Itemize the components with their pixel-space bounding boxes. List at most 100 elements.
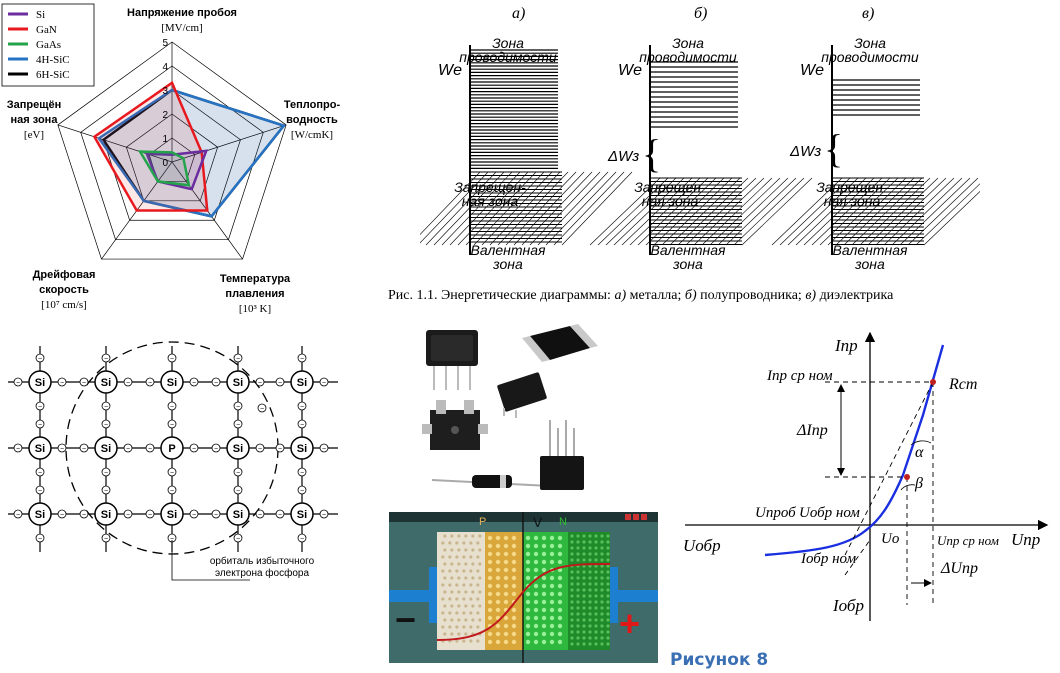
- electron-sign: −: [278, 446, 282, 453]
- silicon-atom: [160, 370, 184, 394]
- lattice-svg: −−−−−−−−−−−−−−−−−−−−−−−−−−−−−−−−−−−−−−−−…: [8, 341, 338, 581]
- radar-tick-label: 3: [162, 86, 168, 97]
- electron-sign: −: [126, 512, 130, 519]
- electron: [101, 533, 111, 543]
- silicon-atom: [28, 502, 52, 526]
- electron-sign: −: [104, 488, 108, 495]
- electron: [13, 443, 23, 453]
- electron-sign: −: [192, 512, 196, 519]
- diagram-letter: б): [694, 5, 707, 22]
- electron: [35, 467, 45, 477]
- electron: [79, 377, 89, 387]
- electron-sign: −: [38, 422, 42, 429]
- label-delta-w: ΔWз: [607, 148, 639, 165]
- p-label: P: [479, 516, 486, 528]
- electron: [319, 377, 329, 387]
- electron-sign: −: [236, 488, 240, 495]
- electron-sign: −: [82, 512, 86, 519]
- electron: [255, 509, 265, 519]
- energy-caption: Рис. 1.1. Энергетические диаграммы: а) м…: [388, 288, 894, 303]
- working-point: [904, 474, 910, 480]
- electron: [297, 353, 307, 363]
- electron-sign: −: [258, 380, 262, 387]
- silicon-atom: [290, 370, 314, 394]
- electron: [233, 485, 243, 495]
- electron-sign: −: [16, 446, 20, 453]
- electron: [211, 377, 221, 387]
- radar-series-gaas: [137, 150, 191, 187]
- label-we: Wе: [800, 62, 824, 79]
- label-we: Wе: [438, 62, 462, 79]
- legend-label: GaN: [36, 24, 57, 36]
- electron-sign: −: [236, 422, 240, 429]
- silicon-label: Si: [167, 377, 177, 389]
- radar-axis-labels: Напряжение пробоя[MV/cm]Теплопро-водност…: [7, 7, 341, 315]
- diodes-svg: [422, 324, 598, 490]
- electron-sign: −: [300, 470, 304, 477]
- r-st-point: [930, 379, 936, 385]
- electron: [275, 443, 285, 453]
- silicon-label: Si: [297, 377, 307, 389]
- electron-sign: −: [60, 380, 64, 387]
- electron: [297, 533, 307, 543]
- electron: [79, 443, 89, 453]
- silicon-label: Si: [233, 509, 243, 521]
- electron-sign: −: [192, 380, 196, 387]
- electron: [145, 377, 155, 387]
- electron: [167, 467, 177, 477]
- electron-sign: −: [322, 512, 326, 519]
- electron-sign: −: [104, 356, 108, 363]
- electron: [101, 419, 111, 429]
- silicon-atom: [28, 370, 52, 394]
- legend-label: 6H-SiC: [36, 69, 70, 81]
- bridge-dip-component: [426, 330, 478, 390]
- radar-grid-ring: [57, 41, 287, 260]
- radar-tick-label: 0: [162, 158, 168, 169]
- electron: [297, 401, 307, 411]
- radar-axis-name: Напряжение пробоя: [127, 7, 237, 19]
- label-delta-i: ΔIпр: [796, 422, 828, 439]
- label-u-prob: Uпроб: [755, 505, 796, 521]
- radar-axis-unit: [MV/cm]: [161, 22, 203, 34]
- electron: [275, 377, 285, 387]
- electron-sign: −: [300, 404, 304, 411]
- radar-axis-unit: [W/cmK]: [291, 129, 333, 141]
- n-region: [523, 532, 568, 650]
- label-u-pr-sr-nom: Uпр ср ном: [937, 533, 999, 548]
- electron: [233, 419, 243, 429]
- electron: [145, 509, 155, 519]
- electron: [233, 401, 243, 411]
- electron-sign: −: [38, 356, 42, 363]
- label-i-obr: Iобр: [832, 596, 864, 615]
- label-i-obr-nom: Iобр ном: [800, 551, 856, 567]
- electron: [189, 377, 199, 387]
- electron: [255, 443, 265, 453]
- electron-sign: −: [104, 404, 108, 411]
- label-forbidden-zone: Запрещен-ная зона: [816, 179, 888, 209]
- electron: [167, 353, 177, 363]
- silicon-label: Si: [35, 377, 45, 389]
- silicon-label: Si: [233, 443, 243, 455]
- electron: [101, 401, 111, 411]
- electron-sign: −: [236, 536, 240, 543]
- electron: [79, 509, 89, 519]
- electron: [233, 353, 243, 363]
- label-beta: β: [914, 475, 923, 492]
- radar-series: [92, 80, 286, 218]
- electron: [319, 443, 329, 453]
- radar-grid-ring: [125, 113, 219, 202]
- pn-junction: P V N − +: [389, 512, 658, 663]
- electron-sign: −: [126, 446, 130, 453]
- electron: [297, 485, 307, 495]
- electron-sign: −: [126, 380, 130, 387]
- n-label: N: [559, 516, 567, 528]
